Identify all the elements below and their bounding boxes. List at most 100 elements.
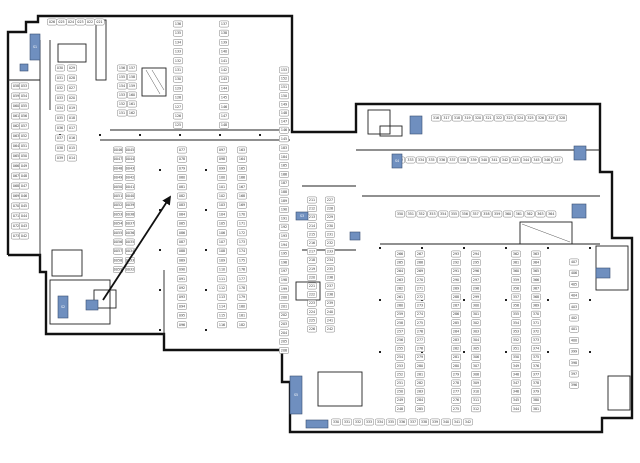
parking-space: 352 [416,210,427,218]
structural-column [159,289,161,291]
parking-space: 181 [237,312,247,319]
parking-space-number: 277 [453,390,459,394]
parking-space-number: 115 [219,314,225,318]
parking-space: 248 [395,405,405,413]
parking-space: 286 [451,310,461,318]
parking-space-number: 284 [417,398,423,402]
parking-space-box [173,85,183,92]
parking-space-number: 032 [57,86,63,90]
parking-space: 362 [511,250,521,258]
parking-space: 093 [177,293,187,301]
parking-space-number: 351 [408,212,414,216]
parking-space-number: 089 [179,258,185,262]
parking-space-box [125,201,135,209]
parking-space-number: 146 [281,128,287,132]
parking-space-box [569,281,579,288]
structural-column [205,289,207,291]
parking-space: 282 [415,379,425,387]
parking-space-number: 255 [397,347,403,351]
parking-space: 285 [451,319,461,327]
parking-space-number: 377 [533,372,539,376]
parking-space-number: 321 [485,116,491,120]
parking-space-number: 111 [219,277,225,281]
parking-space: 145 [279,135,289,143]
parking-space: 228 [325,205,335,212]
parking-space: 370 [531,310,541,318]
parking-space-box [511,328,521,335]
parking-space-number: 159 [129,84,135,88]
parking-space-number: 0043 [126,166,134,170]
parking-space-number: 359 [494,212,500,216]
parking-space-box [542,156,552,164]
parking-space: 0051 [113,192,123,200]
parking-space-number: 379 [533,390,539,394]
parking-space: 318 [452,114,462,122]
parking-space: 252 [395,371,405,378]
parking-space-number: 320 [475,116,481,120]
parking-space-box [395,276,405,284]
parking-space-box [67,144,77,152]
parking-space-number: 107 [219,240,225,244]
parking-space-number: 108 [219,249,225,253]
parking-space-box [513,210,524,218]
parking-space: 287 [451,302,461,309]
parking-space-box [279,135,289,143]
parking-space-box [325,222,335,230]
parking-space: 271 [415,285,425,292]
parking-space-number: 106 [219,231,225,235]
parking-space-box [279,329,289,337]
parking-space-number: 380 [533,398,539,402]
parking-space: 339 [430,418,440,426]
parking-space: 291 [451,267,461,275]
parking-space: 373 [531,336,541,344]
parking-space: 163 [237,146,247,154]
parking-space: 339 [468,156,479,164]
parking-space-box [237,192,247,200]
parking-space-box [342,418,352,426]
parking-space: 051 [19,142,29,150]
parking-space-number: 253 [397,364,403,368]
parking-space-box [219,20,229,28]
parking-space-number: 378 [533,381,539,385]
parking-space: 372 [531,328,541,335]
storage-zone-label: S1 [33,45,37,49]
parking-space: 272 [415,293,425,301]
parking-space: 167 [237,183,247,191]
parking-space-box [569,314,579,322]
parking-space-number: 063 [13,134,19,138]
parking-space-box [237,155,247,163]
parking-space: 363 [535,210,546,218]
parking-space-box [325,299,335,307]
parking-space-number: 116 [219,323,225,327]
parking-space-box [19,172,29,180]
parking-space: 299 [471,293,481,301]
parking-space-box [511,396,521,404]
parking-space-box [511,336,521,344]
parking-space-number: 343 [512,158,518,162]
parking-space: 304 [471,336,481,344]
parking-space: 283 [415,388,425,395]
parking-space-box [524,210,535,218]
parking-space-number: 336 [399,420,405,424]
parking-space-number: 270 [417,278,423,282]
parking-space-box [279,162,289,169]
parking-space-box [451,405,461,413]
parking-space: 045 [19,202,29,210]
parking-space-number: 030 [57,66,63,70]
parking-space-number: 060 [13,104,19,108]
parking-space: 107 [217,238,227,246]
parking-space-box [471,302,481,309]
parking-space-box [217,312,227,319]
parking-space-box [67,84,77,92]
parking-space-box [427,210,438,218]
parking-space-box [117,64,127,72]
storage-zone [305,419,329,429]
parking-space-box [307,222,317,230]
parking-space-number: 134 [175,40,181,44]
parking-space: 226 [307,325,317,333]
parking-space: 333 [364,418,374,426]
parking-space-box [331,418,341,426]
parking-space: 357 [511,293,521,301]
parking-space-number: 338 [460,158,466,162]
parking-space-box [451,336,461,344]
